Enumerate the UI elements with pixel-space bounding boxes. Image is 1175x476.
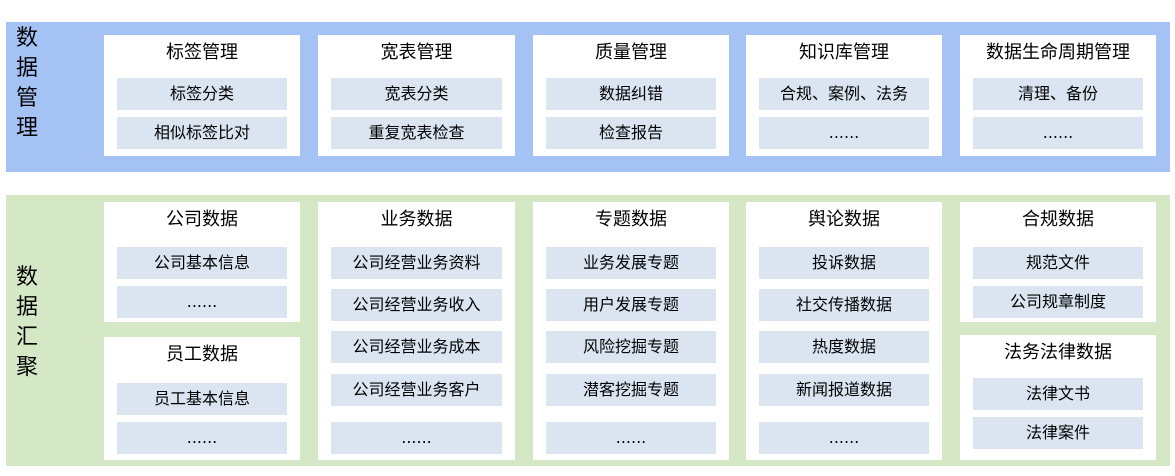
card-item: 新闻报道数据 (759, 374, 929, 406)
data-management-section: 数 据 管 理 标签管理 标签分类 相似标签比对 宽表管理 宽表分类 重复宽表检… (6, 22, 1170, 172)
card-title: 合规数据 (1022, 209, 1094, 230)
card-item: 公司经营业务成本 (331, 331, 502, 363)
card-title: 质量管理 (595, 42, 667, 63)
card-item: ...... (759, 422, 929, 454)
card-business-data: 业务数据 公司经营业务资料 公司经营业务收入 公司经营业务成本 公司经营业务客户… (318, 202, 515, 460)
card-quality-management: 质量管理 数据纠错 检查报告 (533, 35, 729, 156)
label-char: 据 (15, 56, 38, 81)
data-aggregation-section: 数 据 汇 聚 公司数据 公司基本信息 ...... 员工数据 员工基本信息 .… (6, 195, 1170, 466)
card-item: 公司经营业务客户 (331, 374, 502, 406)
card-item: 公司规章制度 (973, 286, 1143, 318)
card-item: 宽表分类 (331, 78, 502, 110)
card-employee-data: 员工数据 员工基本信息 ...... (104, 337, 300, 460)
data-management-label: 数 据 管 理 (6, 24, 48, 144)
card-item: 用户发展专题 (546, 289, 716, 321)
label-char: 据 (15, 295, 38, 320)
card-item: 清理、备份 (973, 78, 1143, 110)
card-item: 员工基本信息 (117, 383, 287, 415)
card-item: 检查报告 (546, 117, 716, 149)
card-item: 重复宽表检查 (331, 117, 502, 149)
label-char: 数 (15, 26, 38, 51)
card-data-lifecycle-management: 数据生命周期管理 清理、备份 ...... (960, 35, 1156, 156)
card-tag-management: 标签管理 标签分类 相似标签比对 (104, 35, 300, 156)
data-aggregation-label: 数 据 汇 聚 (6, 263, 48, 383)
card-knowledge-base-management: 知识库管理 合规、案例、法务 ...... (746, 35, 942, 156)
card-item: 社交传播数据 (759, 289, 929, 321)
card-item: 风险挖掘专题 (546, 331, 716, 363)
label-char: 管 (15, 86, 38, 111)
card-item: 法律案件 (973, 417, 1143, 449)
card-item: 规范文件 (973, 247, 1143, 279)
card-title: 公司数据 (166, 209, 238, 230)
card-title: 专题数据 (595, 209, 667, 230)
card-topic-data: 专题数据 业务发展专题 用户发展专题 风险挖掘专题 潜客挖掘专题 ...... (533, 202, 729, 460)
card-item: 公司经营业务收入 (331, 289, 502, 321)
card-title: 宽表管理 (380, 42, 453, 63)
card-title: 法务法律数据 (1004, 342, 1112, 363)
card-item: ...... (117, 286, 287, 318)
card-title: 员工数据 (166, 344, 238, 365)
card-item: ...... (331, 422, 502, 454)
card-item: 标签分类 (117, 78, 287, 110)
card-item: 合规、案例、法务 (759, 78, 929, 110)
label-char: 汇 (15, 325, 38, 350)
card-company-data: 公司数据 公司基本信息 ...... (104, 202, 300, 322)
card-item: 法律文书 (973, 378, 1143, 410)
card-item: 业务发展专题 (546, 247, 716, 279)
card-item: 公司经营业务资料 (331, 247, 502, 279)
card-item: ...... (759, 117, 929, 149)
card-public-opinion-data: 舆论数据 投诉数据 社交传播数据 热度数据 新闻报道数据 ...... (746, 202, 942, 460)
card-legal-data: 法务法律数据 法律文书 法律案件 (960, 335, 1156, 460)
card-item: 投诉数据 (759, 247, 929, 279)
card-compliance-data: 合规数据 规范文件 公司规章制度 (960, 202, 1156, 322)
label-char: 理 (15, 116, 38, 141)
card-title: 标签管理 (166, 42, 238, 63)
label-char: 数 (15, 265, 38, 290)
card-item: ...... (546, 422, 716, 454)
card-title: 数据生命周期管理 (986, 42, 1130, 63)
card-item: 公司基本信息 (117, 247, 287, 279)
card-item: 潜客挖掘专题 (546, 374, 716, 406)
card-item: ...... (973, 117, 1143, 149)
card-item: 数据纠错 (546, 78, 716, 110)
card-item: 热度数据 (759, 331, 929, 363)
card-item: 相似标签比对 (117, 117, 287, 149)
card-title: 舆论数据 (808, 209, 880, 230)
label-char: 聚 (15, 355, 38, 380)
card-title: 业务数据 (380, 209, 453, 230)
card-item: ...... (117, 422, 287, 454)
card-wide-table-management: 宽表管理 宽表分类 重复宽表检查 (318, 35, 515, 156)
card-title: 知识库管理 (799, 42, 889, 63)
